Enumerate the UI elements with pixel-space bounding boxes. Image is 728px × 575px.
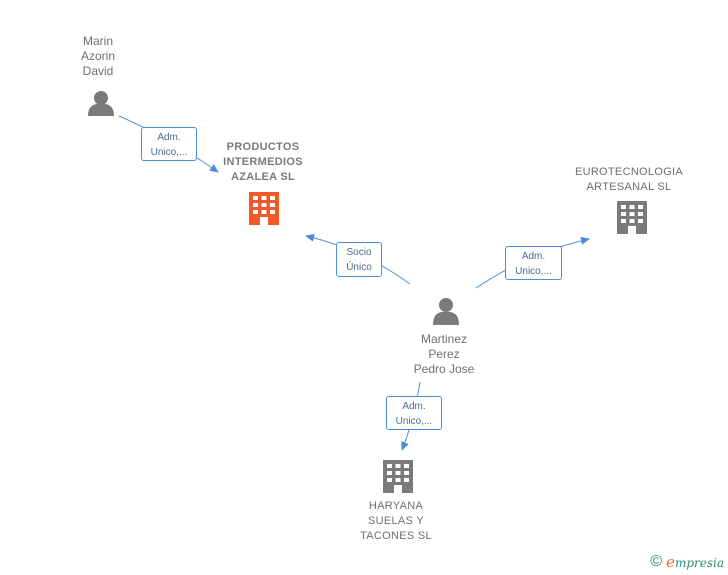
- person-label-martinez[interactable]: Martinez Perez Pedro Jose: [413, 332, 475, 376]
- building-icon[interactable]: [249, 192, 279, 225]
- copyright-symbol: ©: [650, 553, 663, 570]
- building-icon[interactable]: [383, 460, 413, 493]
- footer-brand: © empresia: [650, 553, 724, 571]
- person-label-marin[interactable]: Marin Azorin David: [80, 34, 115, 78]
- brand-logo[interactable]: empresia: [666, 553, 724, 571]
- company-label-haryana[interactable]: HARYANA SUELAS Y TACONES SL: [360, 500, 432, 542]
- building-icon[interactable]: [617, 201, 647, 234]
- edge-label-martinez-productos[interactable]: Socio Único: [336, 242, 382, 277]
- edge-label-martinez-eurotecnologia[interactable]: Adm. Unico,...: [505, 246, 562, 280]
- person-icon[interactable]: [433, 298, 459, 325]
- company-label-eurotecnologia[interactable]: EUROTECNOLOGIA ARTESANAL SL: [574, 166, 684, 193]
- edge-label-martinez-haryana[interactable]: Adm. Unico,...: [386, 396, 442, 430]
- person-icon[interactable]: [88, 91, 114, 116]
- edge-label-marin-productos[interactable]: Adm. Unico,...: [141, 127, 197, 161]
- company-label-productos[interactable]: PRODUCTOS INTERMEDIOS AZALEA SL: [223, 141, 303, 183]
